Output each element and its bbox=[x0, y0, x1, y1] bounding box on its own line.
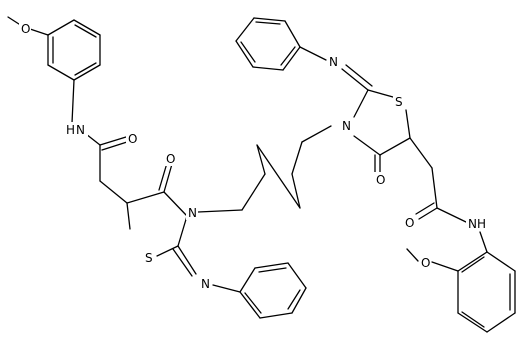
atom-ring-o-right: O bbox=[376, 173, 385, 187]
amide-co-top-1 bbox=[99, 136, 127, 146]
imine-bond-left-2 bbox=[172, 248, 193, 277]
atom-methoxy-o-top: O bbox=[21, 22, 30, 36]
thiazolidinone-ring-left bbox=[126, 191, 188, 257]
ch2-bond-left-2 bbox=[99, 180, 128, 204]
bond-layer bbox=[7, 16, 516, 333]
nh-aryl-bond-right bbox=[479, 231, 488, 253]
phenyl-ring-bottom bbox=[239, 262, 307, 319]
atom-h-top: H bbox=[66, 123, 75, 137]
methyl-bond-right bbox=[406, 248, 419, 262]
atom-layer: O H N O O N S N N S N O O N H O bbox=[19, 21, 488, 291]
n-phenyl-bond-left bbox=[212, 284, 241, 293]
nh-carbonyl-bond-top bbox=[85, 133, 101, 146]
ch2-bond-right-1 bbox=[409, 137, 433, 169]
amide-co-top-2 bbox=[101, 141, 128, 151]
hexyl-chain bbox=[197, 125, 332, 213]
carbonyl-nh-bond-right bbox=[436, 207, 467, 223]
imine-bond-right-1 bbox=[341, 68, 369, 91]
atom-amide-o-right: O bbox=[405, 216, 414, 230]
anisole-ring-right bbox=[457, 251, 516, 333]
n-phenyl-bond-right bbox=[299, 46, 327, 61]
ring-co-left-1 bbox=[163, 163, 173, 193]
aryl-nh-bond-top bbox=[71, 79, 75, 124]
atom-h-right: H bbox=[477, 217, 486, 231]
methoxy-bond-right bbox=[431, 261, 459, 272]
atom-ring-n-right: N bbox=[342, 119, 351, 133]
atom-amide-o-top: O bbox=[128, 132, 137, 146]
atom-n-right: N bbox=[468, 217, 477, 231]
amide-co-right-1 bbox=[418, 207, 438, 220]
amide-co-right-2 bbox=[415, 202, 435, 215]
phenyl-ring-top bbox=[235, 17, 301, 71]
atom-ring-s-left: S bbox=[145, 251, 153, 265]
atom-methoxy-o-right: O bbox=[421, 256, 430, 270]
atom-imine-n-left: N bbox=[201, 277, 210, 291]
imine-bond-left-1 bbox=[177, 245, 197, 275]
atom-ring-n-left: N bbox=[188, 206, 197, 220]
atom-n-top: N bbox=[76, 123, 85, 137]
atom-ring-o-left: O bbox=[166, 152, 175, 166]
anisole-ring-top bbox=[47, 19, 101, 81]
atom-ring-s-right: S bbox=[395, 95, 403, 109]
ch2-bond-right-2 bbox=[431, 167, 438, 209]
ring-co-left-2 bbox=[158, 162, 168, 191]
methoxy-bond-top bbox=[29, 28, 49, 36]
imine-bond-right-2 bbox=[345, 64, 373, 87]
thiazolidinone-ring-right bbox=[353, 89, 411, 156]
atom-imine-n-right: N bbox=[329, 55, 338, 69]
